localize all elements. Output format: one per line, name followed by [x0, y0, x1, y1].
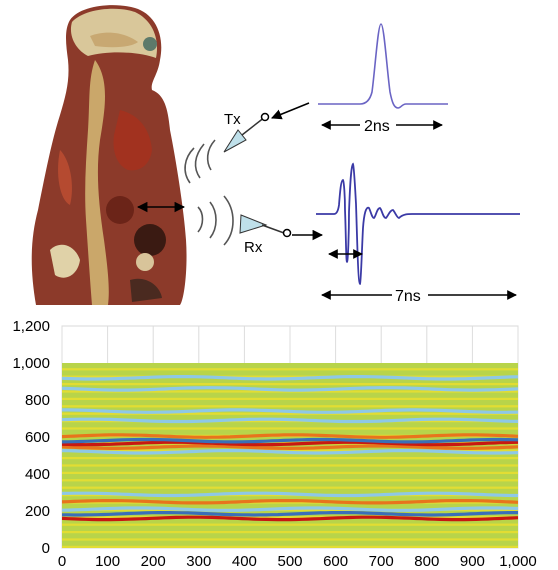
heatmap-texture-row [62, 382, 518, 386]
received-echo-waveform [316, 162, 520, 285]
heatmap-texture-row [62, 412, 518, 415]
x-tick-label: 500 [277, 553, 302, 570]
x-tick-label: 1,000 [499, 553, 537, 570]
heatmap-texture-row [62, 516, 518, 519]
heatmap-image [62, 363, 518, 548]
y-tick-label: 1,200 [12, 318, 50, 335]
transmit-wave-icon [184, 139, 216, 184]
y-tick-label: 800 [25, 392, 50, 409]
heatmap-band [62, 491, 518, 498]
heatmap-band [62, 506, 518, 512]
human-torso-illustration [31, 5, 187, 306]
heatmap-texture-row [62, 375, 518, 378]
heatmap-texture-row [62, 464, 518, 467]
heatmap-band [62, 375, 518, 381]
x-tick-label: 600 [323, 553, 348, 570]
heatmap-band [62, 386, 518, 392]
heatmap-band [62, 449, 518, 455]
x-tick-label: 800 [414, 553, 439, 570]
y-tick-label: 600 [25, 429, 50, 446]
tx-label: Tx [224, 111, 241, 128]
heatmap-texture-row [62, 479, 518, 482]
x-tick-label: 300 [186, 553, 211, 570]
pulse-width-label: 2ns [364, 118, 390, 135]
radar-heatmap-chart: 0 100 200 300 400 500 600 700 800 900 1,000 0 200 40… [12, 318, 536, 570]
heatmap-band [62, 444, 518, 451]
x-tick-label: 0 [58, 553, 66, 570]
rx-antenna-icon [239, 214, 292, 238]
receive-wave-icon [197, 195, 234, 246]
heatmap-band [62, 433, 518, 439]
tx-input-arrow [271, 102, 310, 120]
y-tick-label: 1,000 [12, 355, 50, 372]
heatmap-texture-row [62, 449, 518, 452]
heatmap-texture-row [62, 427, 518, 430]
x-tick-label: 700 [369, 553, 394, 570]
y-tick-label: 0 [42, 540, 50, 557]
heatmap-texture-row [62, 486, 518, 489]
heatmap-band [62, 408, 518, 414]
echo-window-label: 7ns [395, 288, 421, 305]
heatmap-band [62, 515, 518, 522]
heatmap-texture-row [62, 523, 518, 526]
y-axis-ticks: 0 200 400 600 800 1,000 1,200 [12, 318, 50, 557]
x-tick-label: 200 [141, 553, 166, 570]
y-tick-label: 400 [25, 466, 50, 483]
heatmap-texture-row [62, 471, 518, 474]
transmitted-pulse-waveform [318, 23, 448, 109]
heatmap-texture-row [62, 530, 518, 534]
heatmap-texture-row [62, 538, 518, 541]
heatmap-texture-row [62, 368, 518, 371]
x-axis-ticks: 0 100 200 300 400 500 600 700 800 900 1,000 [58, 553, 537, 570]
heatmap-band [62, 417, 518, 424]
heatmap-texture-row [62, 545, 518, 548]
heatmap-texture-row [62, 501, 518, 504]
heatmap-texture-row [62, 456, 518, 460]
rx-label: Rx [244, 239, 263, 256]
x-tick-label: 900 [460, 553, 485, 570]
y-tick-label: 200 [25, 503, 50, 520]
tx-antenna-icon [223, 112, 270, 153]
heatmap-band [62, 499, 518, 505]
x-tick-label: 400 [232, 553, 257, 570]
heatmap-band [62, 437, 518, 444]
heatmap-texture-row [62, 397, 518, 400]
heatmap-texture-row [62, 405, 518, 408]
heatmap-band [62, 511, 518, 517]
x-tick-label: 100 [95, 553, 120, 570]
heatmap-band [62, 440, 518, 447]
